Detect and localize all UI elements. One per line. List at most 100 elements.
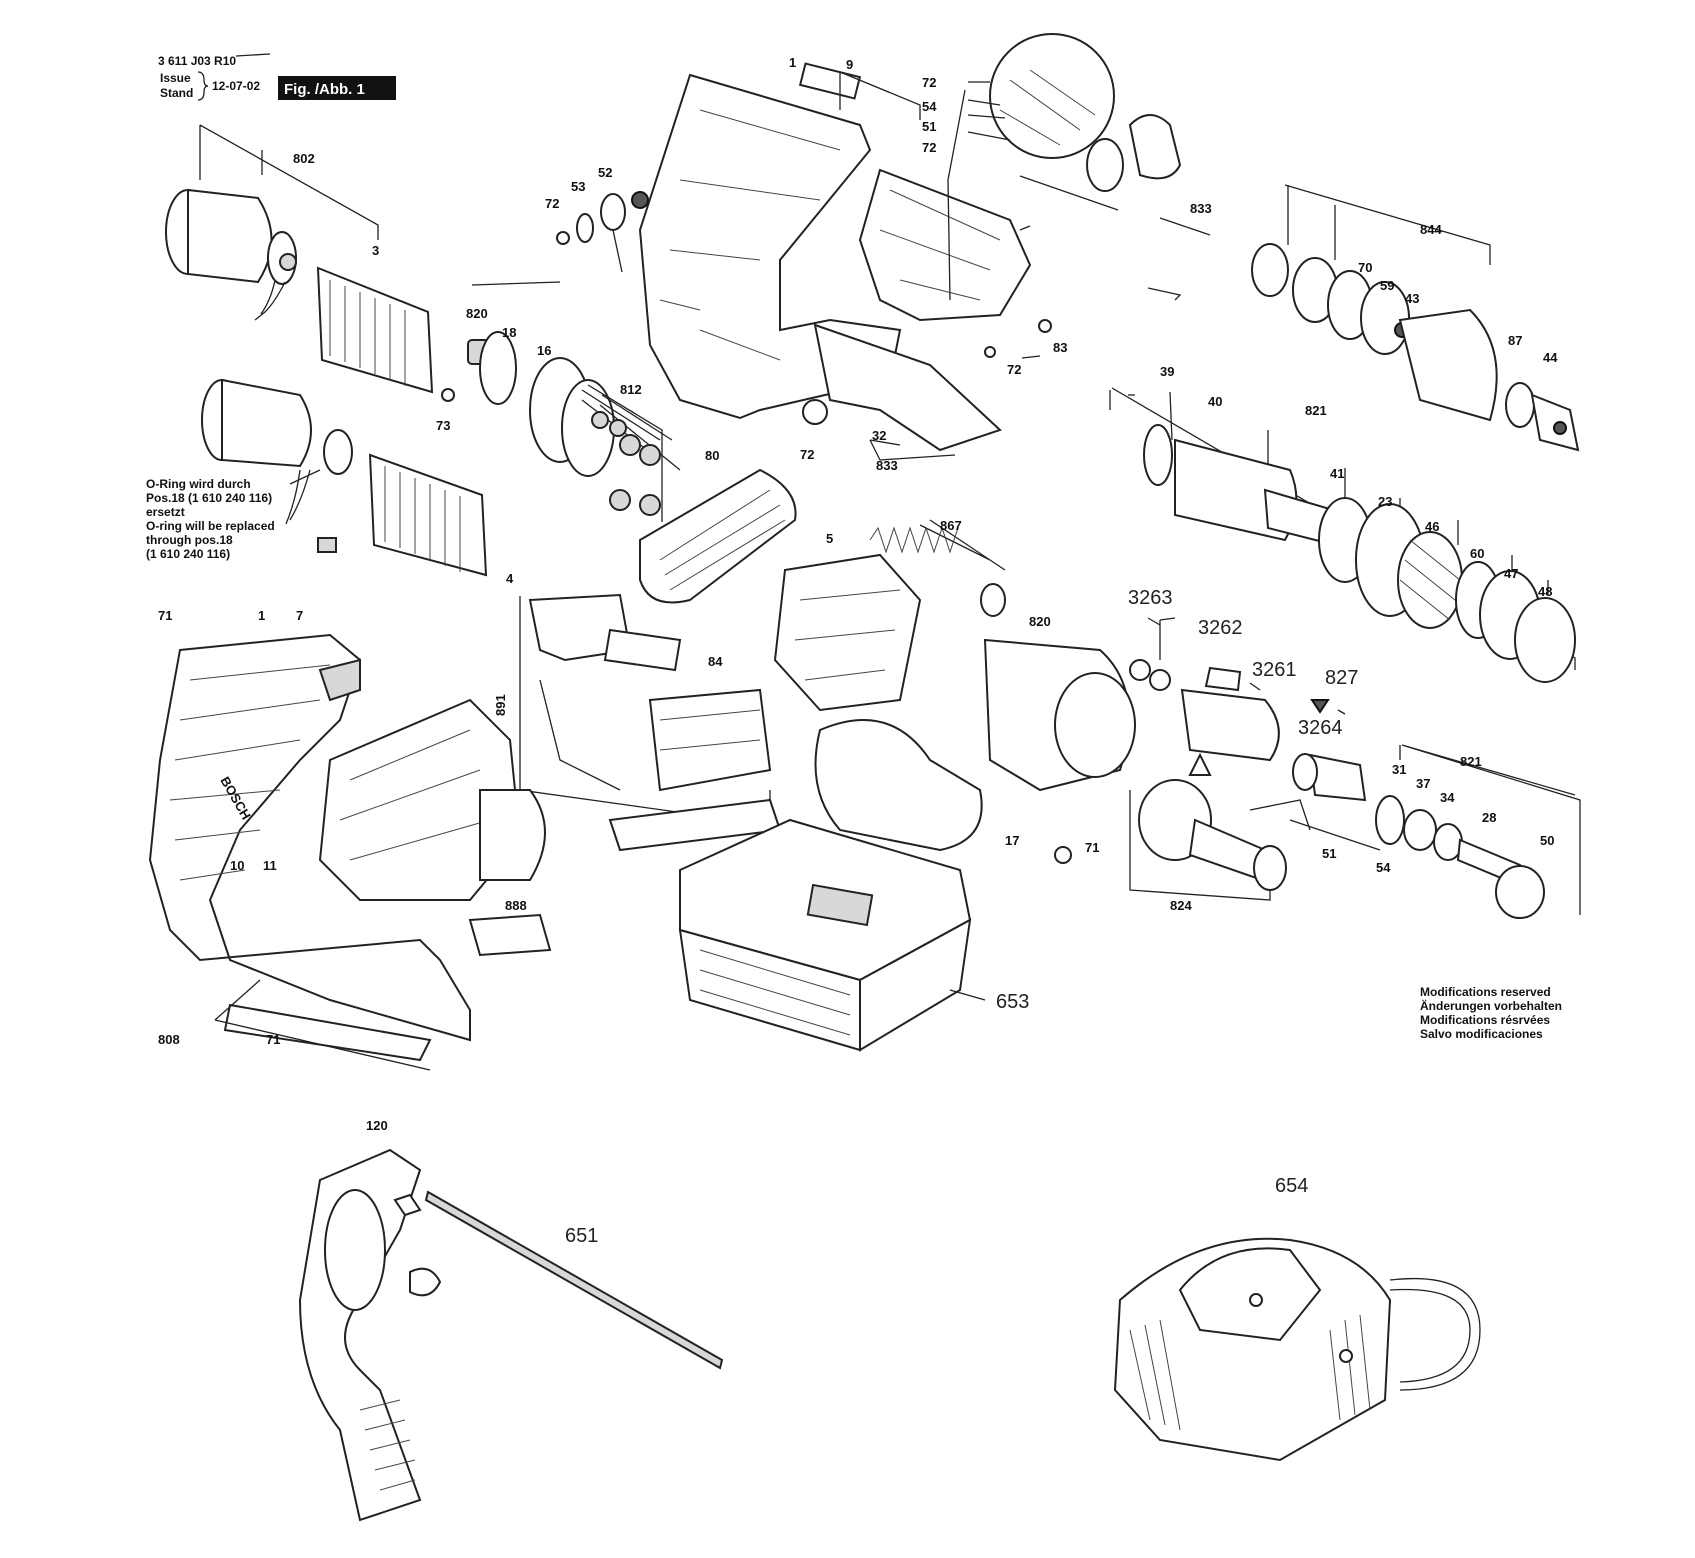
label-59: 59 <box>1380 278 1394 293</box>
label-888: 888 <box>505 898 527 913</box>
label-3262: 3262 <box>1198 617 1243 639</box>
part-labels: 1 9 72 54 51 72 833 802 3 72 53 52 844 7… <box>158 55 1558 1247</box>
label-46: 46 <box>1425 519 1439 534</box>
label-72-d: 72 <box>1007 362 1021 377</box>
label-1-top: 1 <box>789 55 796 70</box>
label-72-c: 72 <box>545 196 559 211</box>
label-80: 80 <box>705 448 719 463</box>
label-844: 844 <box>1420 222 1442 237</box>
label-821-b: 821 <box>1460 754 1482 769</box>
label-7: 7 <box>296 608 303 623</box>
label-16: 16 <box>537 343 551 358</box>
label-51-a: 51 <box>922 119 936 134</box>
assembly-844 <box>1251 184 1580 452</box>
label-48: 48 <box>1538 584 1552 599</box>
label-17: 17 <box>1005 833 1019 848</box>
label-31: 31 <box>1392 762 1406 777</box>
label-53: 53 <box>571 179 585 194</box>
label-37: 37 <box>1416 776 1430 791</box>
doc-number: 3 611 J03 R10 <box>158 54 236 68</box>
label-71-b: 71 <box>1085 840 1099 855</box>
label-10: 10 <box>230 858 244 873</box>
issue-date: 12-07-02 <box>212 79 260 93</box>
label-41: 41 <box>1330 466 1344 481</box>
label-44: 44 <box>1543 350 1558 365</box>
label-72-a: 72 <box>922 75 936 90</box>
o-ring-footnote: O-Ring wird durch Pos.18 (1 610 240 116)… <box>146 469 321 561</box>
modifications-line-1: Modifications reserved <box>1420 985 1551 999</box>
label-54-a: 54 <box>922 99 937 114</box>
label-54-b: 54 <box>1376 860 1391 875</box>
assembly-824 <box>1129 752 1381 901</box>
housing-half-shell <box>638 33 1182 452</box>
label-1-b: 1 <box>258 608 265 623</box>
label-28: 28 <box>1482 810 1496 825</box>
modifications-line-3: Modifications résrvées <box>1420 1013 1550 1027</box>
label-70: 70 <box>1358 260 1372 275</box>
label-83: 83 <box>1053 340 1067 355</box>
assembly-821-lower <box>1375 744 1581 919</box>
modifications-line-2: Änderungen vorbehalten <box>1420 998 1562 1013</box>
issue-label: Issue <box>160 71 191 85</box>
label-9: 9 <box>846 57 853 72</box>
label-833-b: 833 <box>876 458 898 473</box>
label-32: 32 <box>872 428 886 443</box>
label-52: 52 <box>598 165 612 180</box>
module-80 <box>639 468 797 604</box>
label-654: 654 <box>1275 1175 1308 1197</box>
label-87: 87 <box>1508 333 1522 348</box>
label-3263: 3263 <box>1128 587 1173 609</box>
leader-lines <box>587 71 1261 691</box>
label-50: 50 <box>1540 833 1554 848</box>
auxiliary-handle-120 <box>298 1148 724 1522</box>
label-43: 43 <box>1405 291 1419 306</box>
label-40: 40 <box>1208 394 1222 409</box>
label-802: 802 <box>293 151 315 166</box>
label-820-a: 820 <box>466 306 488 321</box>
label-34: 34 <box>1440 790 1455 805</box>
charger-654 <box>1113 1237 1481 1462</box>
footnote-line-4: O-ring will be replaced <box>146 519 275 533</box>
gear-housing-5 <box>773 553 983 852</box>
label-18: 18 <box>502 325 516 340</box>
switch-assembly-891 <box>519 593 782 852</box>
label-821-a: 821 <box>1305 403 1327 418</box>
label-84: 84 <box>708 654 723 669</box>
label-11: 11 <box>263 858 277 873</box>
drill-body-assembled: BOSCH <box>148 633 552 1071</box>
header-block: 3 611 J03 R10 Issue Stand 12-07-02 Fig. … <box>158 53 396 101</box>
figure-tag: Fig. /Abb. 1 <box>284 81 365 98</box>
label-820-b: 820 <box>1029 614 1051 629</box>
label-72-b: 72 <box>922 140 936 155</box>
footnote-line-6: (1 610 240 116) <box>146 547 230 561</box>
label-72-e: 72 <box>800 447 814 462</box>
label-867: 867 <box>940 518 962 533</box>
figure-tag-box <box>278 76 396 100</box>
assembly-820-hammer <box>983 638 1171 864</box>
label-4: 4 <box>506 571 514 586</box>
stand-label: Stand <box>160 86 193 100</box>
small-parts-cluster <box>467 191 681 516</box>
piston-parts <box>1159 617 1367 802</box>
label-60: 60 <box>1470 546 1484 561</box>
label-3261: 3261 <box>1252 659 1297 681</box>
modifications-line-4: Salvo modificaciones <box>1420 1027 1543 1041</box>
footnote-line-5: through pos.18 <box>146 533 233 547</box>
label-51-b: 51 <box>1322 846 1336 861</box>
label-71-a: 71 <box>158 608 172 623</box>
label-891: 891 <box>493 694 508 716</box>
label-653: 653 <box>996 991 1029 1013</box>
modifications-note: Modifications reserved Änderungen vorbeh… <box>1420 985 1562 1041</box>
assembly-821-upper <box>1109 387 1576 683</box>
label-827: 827 <box>1325 667 1358 689</box>
label-3264: 3264 <box>1298 717 1343 739</box>
label-833-a: 833 <box>1190 201 1212 216</box>
label-71-c: 71 <box>266 1032 280 1047</box>
footnote-line-3: ersetzt <box>146 505 185 519</box>
label-73: 73 <box>436 418 450 433</box>
label-651: 651 <box>565 1225 598 1247</box>
label-47: 47 <box>1504 566 1518 581</box>
battery-pack-653 <box>678 818 986 1052</box>
label-808: 808 <box>158 1032 180 1047</box>
footnote-line-2: Pos.18 (1 610 240 116) <box>146 491 272 505</box>
